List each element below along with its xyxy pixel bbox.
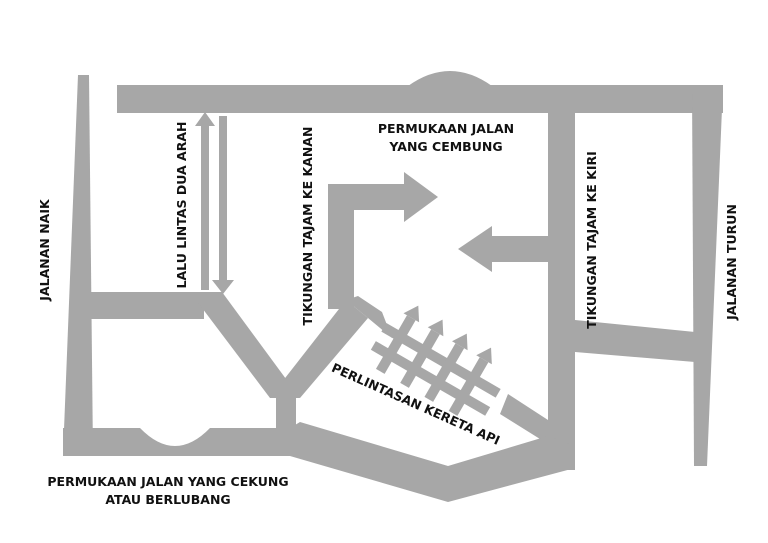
- right-road: [692, 85, 723, 466]
- sharp-right-arrow-icon: [328, 172, 438, 222]
- two-way-arrows: [195, 112, 234, 294]
- diagonal-left-road: [190, 292, 300, 398]
- road-network: [63, 71, 723, 502]
- label-two-way: LALU LINTAS DUA ARAH: [174, 122, 189, 289]
- label-concave-line2: ATAU BERLUBANG: [105, 492, 230, 507]
- convex-bump: [408, 71, 492, 86]
- top-road: [117, 85, 723, 113]
- left-horizontal-link: [90, 292, 204, 319]
- label-sharp-left: TIKUNGAN TAJAM KE KIRI: [584, 151, 599, 329]
- railway-crossing-icon: [370, 305, 501, 416]
- label-concave-line1: PERMUKAAN JALAN YANG CEKUNG: [47, 474, 288, 489]
- label-convex-line1: PERMUKAAN JALAN: [378, 121, 514, 136]
- label-downhill: JALANAN TURUN: [724, 204, 739, 321]
- down-arrow-icon: [212, 116, 234, 294]
- junction-stub: [276, 396, 296, 432]
- middle-vertical-road: [548, 100, 575, 470]
- sharp-left-arrow-icon: [458, 226, 550, 272]
- right-lower-road: [575, 320, 695, 362]
- bottom-chevron-road: [290, 422, 575, 502]
- up-arrow-icon: [195, 112, 215, 290]
- railway-road-upper: [346, 296, 392, 338]
- label-convex-line2: YANG CEMBUNG: [388, 139, 502, 154]
- concave-road: [63, 428, 290, 456]
- left-road: [63, 75, 93, 455]
- label-uphill: JALANAN NAIK: [37, 198, 52, 302]
- railway-road-lower: [500, 394, 548, 444]
- label-sharp-right: TIKUNGAN TAJAM KE KANAN: [300, 127, 315, 326]
- diagonal-right-road: [282, 300, 368, 398]
